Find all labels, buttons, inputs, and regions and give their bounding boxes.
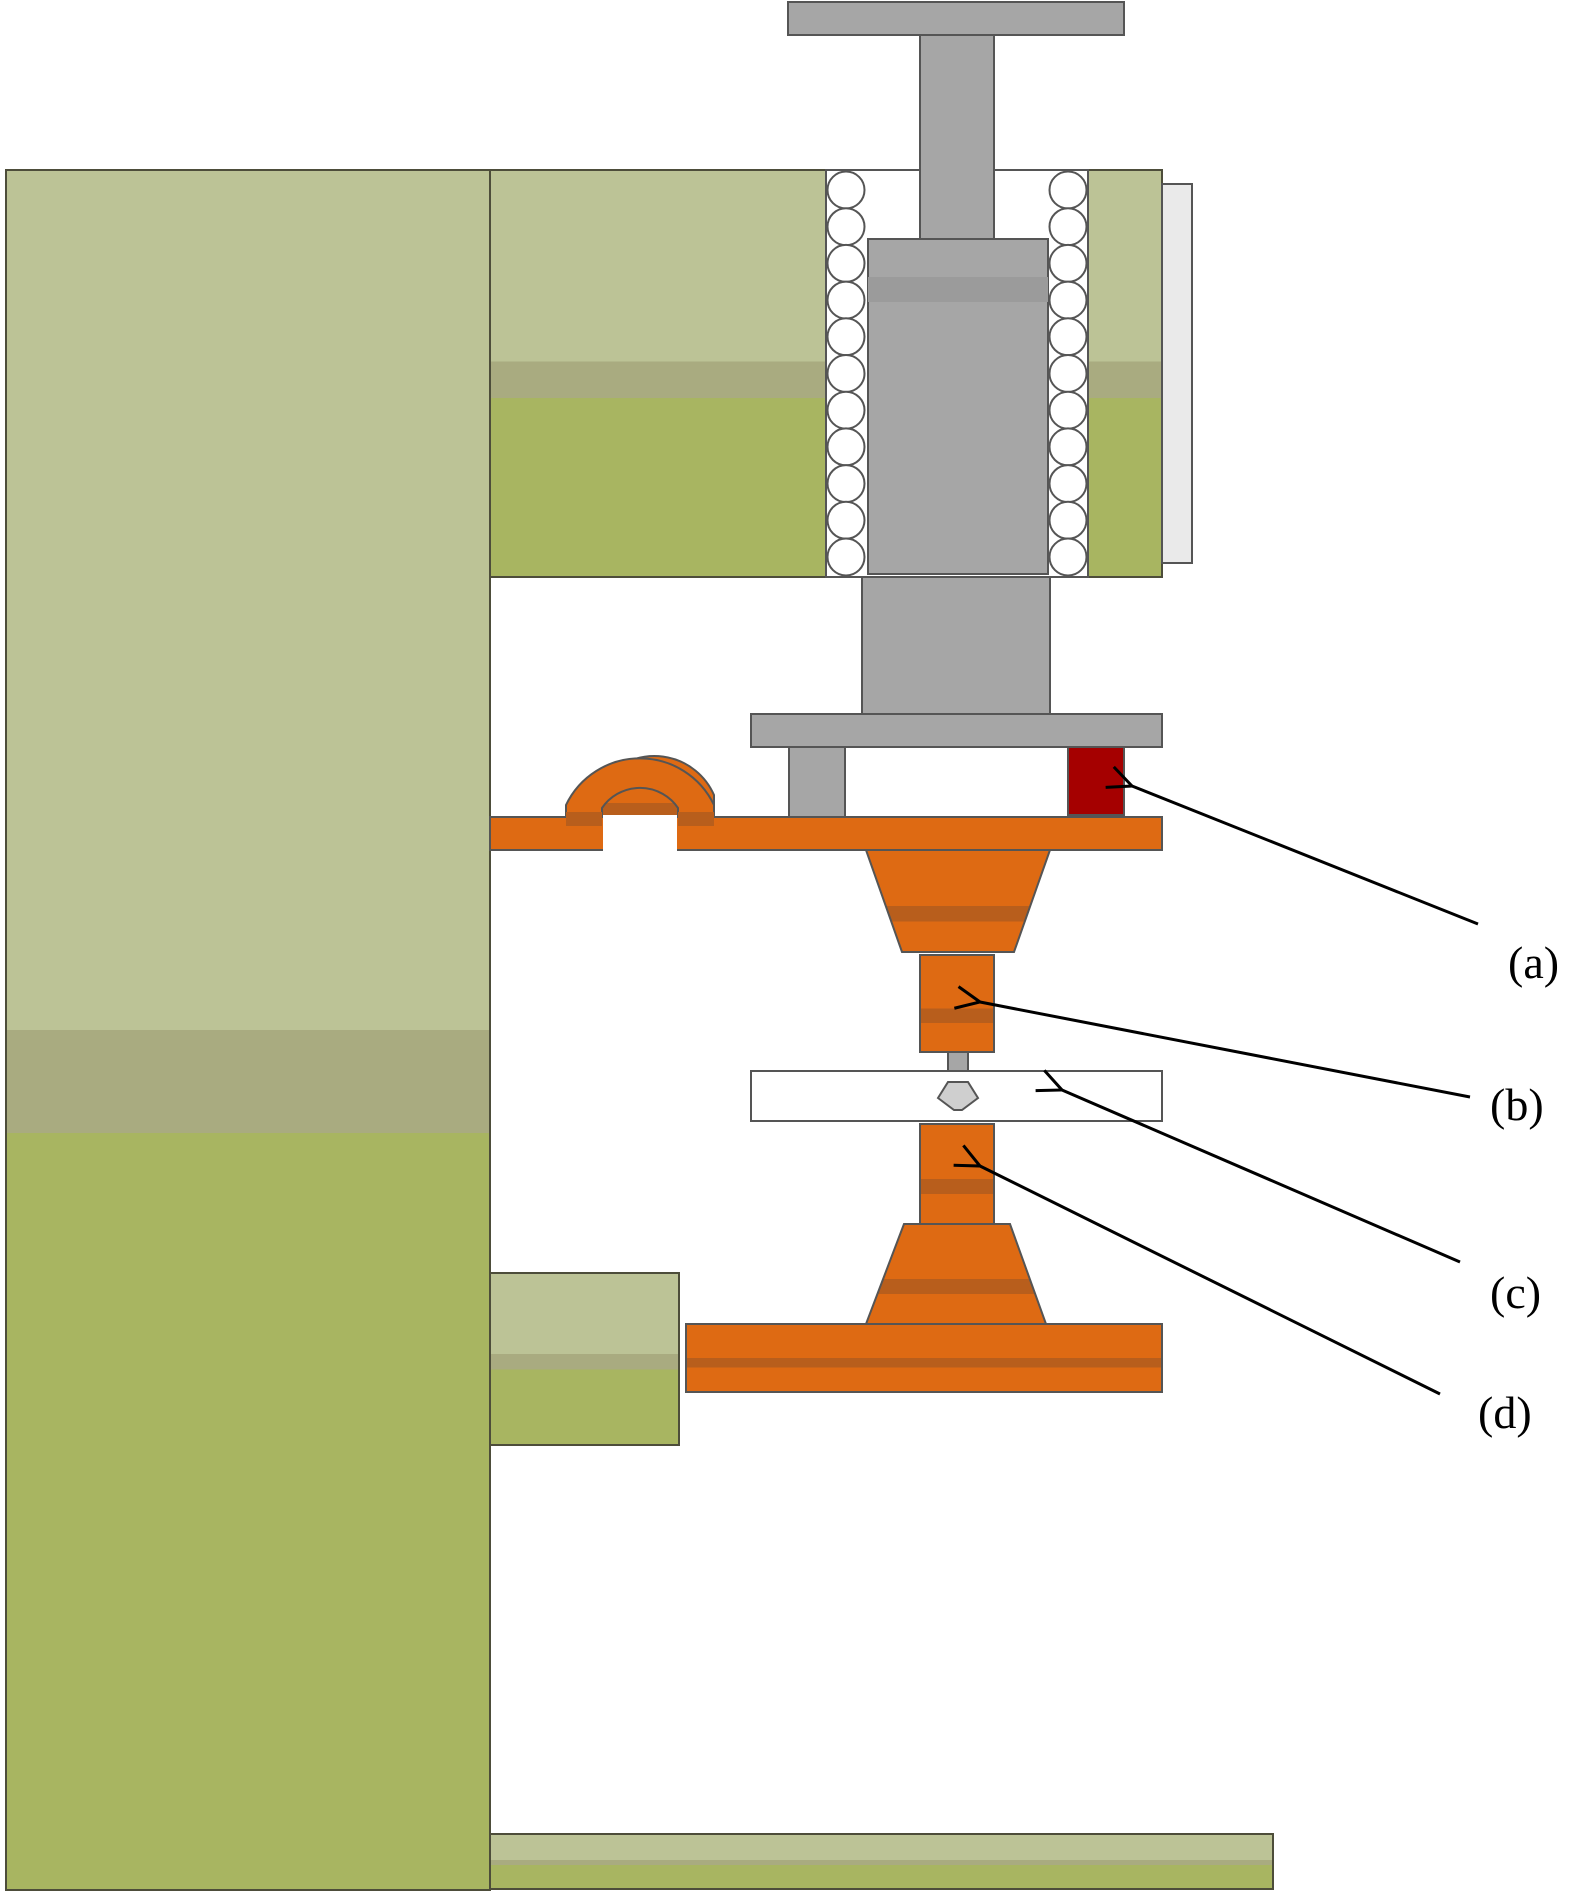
- upper-electrode-holder: [864, 849, 1052, 953]
- bearing-ball: [826, 354, 866, 393]
- label-b: (b): [1490, 1079, 1544, 1130]
- piston-lower-block: [861, 576, 1051, 715]
- pressure-plate: [750, 713, 1163, 748]
- arm-end-plate: [1161, 183, 1193, 564]
- right-bearing-column: [1048, 170, 1088, 577]
- bearing-ball: [826, 537, 866, 577]
- bearing-ball: [826, 390, 866, 430]
- lower-electrode: [919, 1123, 995, 1225]
- lower-busbar: [685, 1323, 1163, 1393]
- leader-line-c: [1062, 1090, 1461, 1264]
- bearing-ball: [1048, 354, 1088, 393]
- bearing-ball: [826, 500, 866, 540]
- bearing-ball: [1048, 537, 1088, 577]
- busbar-flex-loop: [565, 757, 715, 818]
- label-c: (c): [1490, 1267, 1541, 1318]
- bearing-ball: [1048, 280, 1088, 320]
- label-a: (a): [1508, 937, 1559, 988]
- bearing-ball: [826, 243, 866, 283]
- bearing-ball: [826, 464, 866, 504]
- busbar-loop-gap: [603, 815, 677, 852]
- bearing-ball: [826, 317, 866, 357]
- machine-frame-column: [5, 169, 491, 1891]
- bearing-ball: [1048, 170, 1088, 210]
- lower-electrode-holder: [864, 1223, 1048, 1325]
- piston-rod: [919, 34, 995, 241]
- bearing-ball: [1048, 427, 1088, 467]
- leader-line-a: [1132, 786, 1479, 926]
- base-rail: [489, 1833, 1274, 1890]
- leader-line-d: [980, 1166, 1441, 1396]
- bearing-ball: [826, 280, 866, 320]
- bearing-ball: [1048, 207, 1088, 247]
- electrode-indentation: [936, 1081, 980, 1111]
- label-d: (d): [1478, 1387, 1532, 1438]
- bearing-ball: [1048, 500, 1088, 540]
- bearing-ball: [1048, 317, 1088, 357]
- leader-line-b: [980, 1002, 1471, 1099]
- top-handle-bar: [787, 1, 1125, 36]
- bearing-ball: [1048, 243, 1088, 283]
- bearing-ball: [1048, 464, 1088, 504]
- bearing-ball: [826, 207, 866, 247]
- bearing-ball: [826, 427, 866, 467]
- force-sensor: [1067, 746, 1125, 816]
- spacer-post: [788, 746, 846, 818]
- lower-arm-mount: [489, 1272, 680, 1446]
- left-bearing-column: [826, 170, 866, 577]
- busbar-loop-shade: [566, 812, 714, 826]
- bearing-ball: [826, 170, 866, 210]
- bearing-ball: [1048, 390, 1088, 430]
- piston-shade: [868, 277, 1048, 302]
